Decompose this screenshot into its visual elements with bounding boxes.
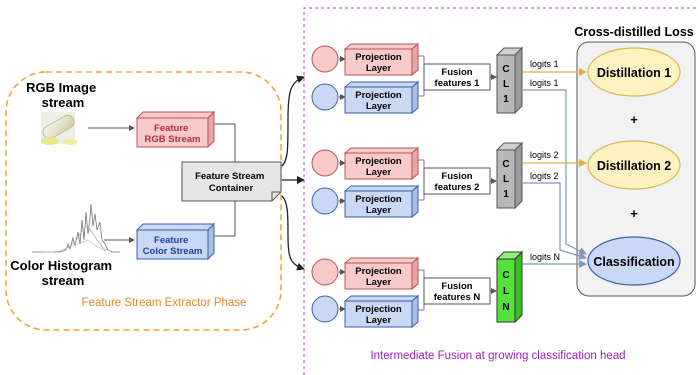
branch-n-color-node: [311, 295, 339, 323]
rgb-image-thumbnail: [41, 112, 77, 145]
classification-node: [587, 236, 681, 286]
arrow-logits-2-to-classification: [523, 182, 587, 260]
branch-2-rgb-node: [311, 149, 339, 177]
feature-stream-container: Feature Stream Container: [181, 161, 282, 202]
svg-text:Feature Stream Container: Feature Stream Container: [195, 171, 267, 194]
branch-1-color-node: [311, 83, 339, 111]
svg-text:CLN: CLN: [502, 270, 509, 313]
branch-2-fusion-box: [423, 167, 491, 195]
distillation-1-node: [587, 47, 681, 97]
logits-2-top-label: logits 2: [530, 150, 559, 160]
feature-color-stream-box: Feature Color Stream: [135, 222, 216, 261]
arrow-logits-1-to-classification: [523, 89, 587, 255]
histogram-stream-title: Color Histogram stream: [10, 258, 115, 288]
distillation-2-label: Distillation 2: [597, 159, 671, 173]
fusion-phase-label: Intermediate Fusion at growing classific…: [370, 350, 625, 362]
classification-label: Classification: [593, 255, 674, 269]
logits-1-top-label: logits 1: [530, 59, 559, 69]
rgb-stream-title: RGB Image stream: [26, 80, 100, 110]
feature-rgb-stream-box: Feature RGB Stream: [135, 110, 216, 149]
arrow-container-to-branch-1: [281, 75, 305, 167]
branch-n-fusion-box: [423, 277, 491, 305]
plus-sign-2: +: [630, 206, 638, 221]
extractor-phase-label: Feature Stream Extractor Phase: [82, 297, 247, 309]
fusion-phase-border: [303, 7, 698, 375]
svg-text:CL1: CL1: [502, 64, 509, 105]
svg-text:Feature RGB Stream: Feature RGB Stream: [145, 123, 201, 145]
logits-n-label: logits N: [530, 252, 560, 262]
branch-n-rgb-node: [311, 258, 339, 286]
distillation-1-label: Distillation 1: [597, 66, 671, 80]
connector-color-to-container: [214, 200, 236, 237]
distillation-2-node: [587, 140, 681, 190]
svg-text:Feature Color Stream: Feature Color Stream: [143, 235, 203, 257]
plus-sign-1: +: [630, 112, 638, 127]
extractor-phase-border: [5, 71, 282, 331]
arrow-container-to-branch-n: [281, 195, 305, 271]
svg-text:CL1: CL1: [502, 159, 509, 200]
branch-1-rgb-node: [311, 45, 339, 73]
branch-1-fusion-box: [423, 63, 491, 91]
loss-title: Cross-distilled Loss: [574, 25, 694, 39]
logits-2-bottom-label: logits 2: [530, 171, 559, 181]
branch-2-color-node: [311, 187, 339, 215]
color-histogram-thumbnail: [32, 203, 120, 253]
connector-rgb-to-container: [214, 123, 236, 162]
logits-1-bottom-label: logits 1: [530, 78, 559, 88]
